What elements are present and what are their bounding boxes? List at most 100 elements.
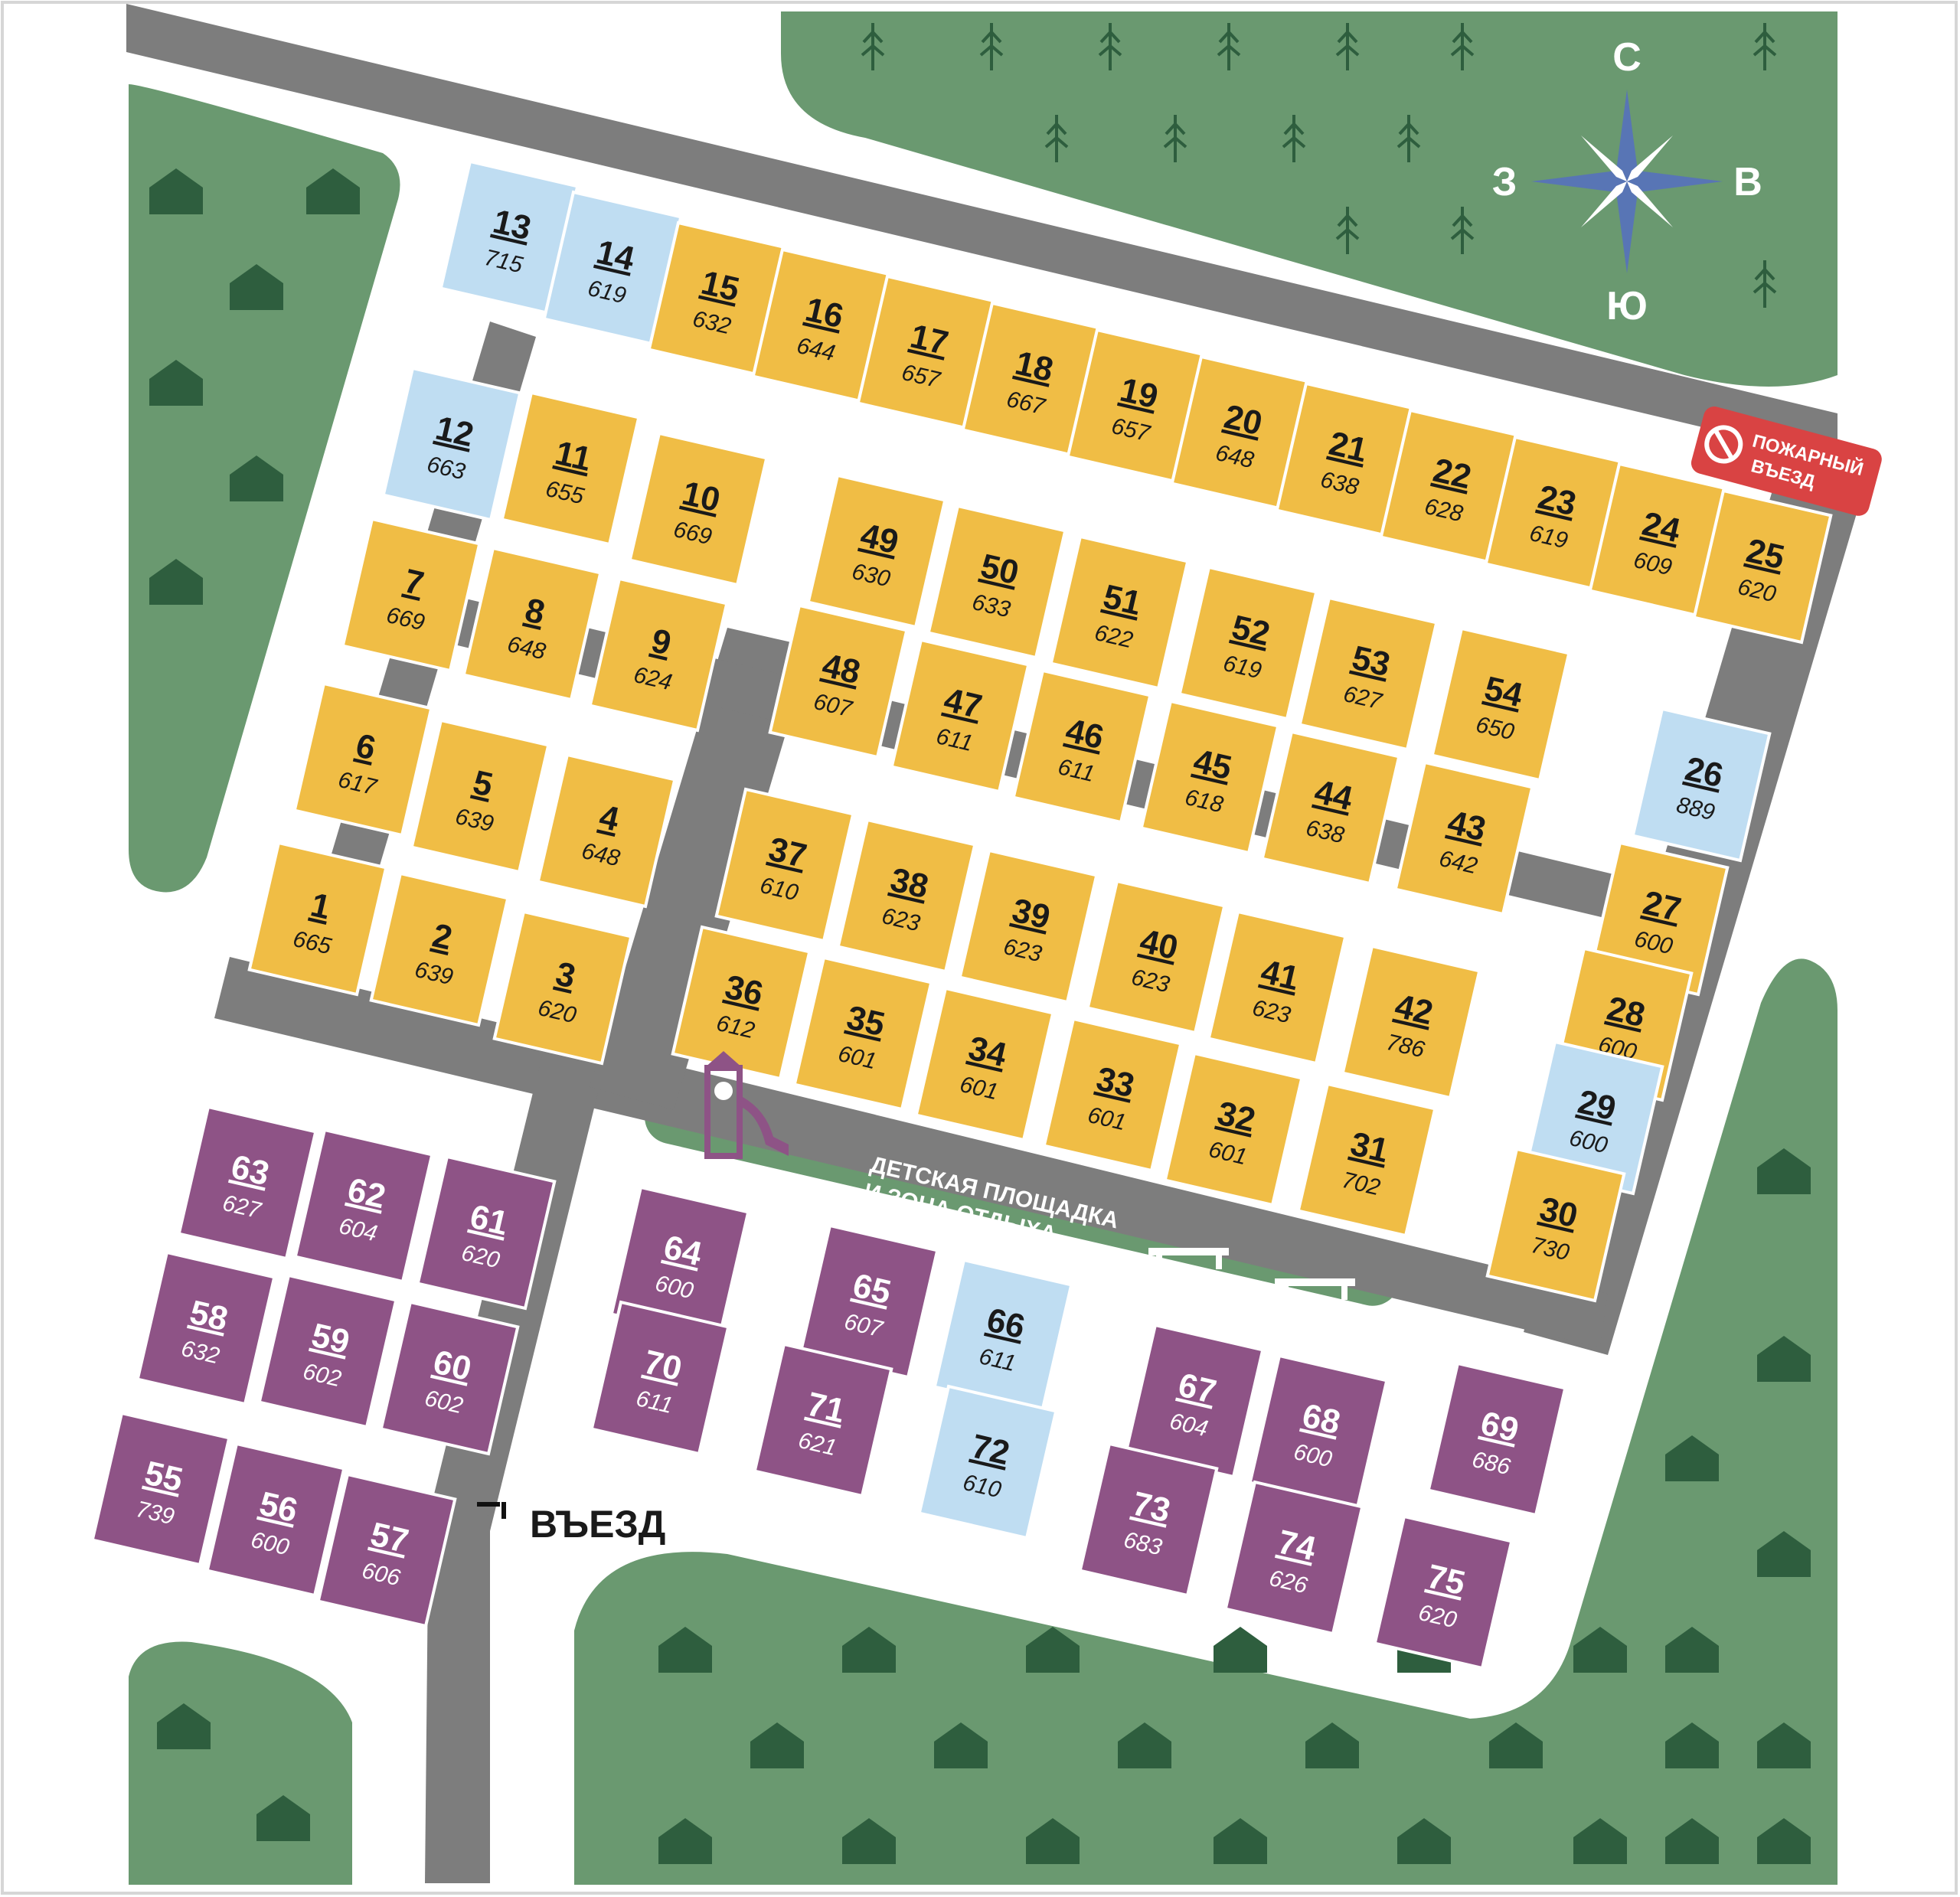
plot-shape[interactable]	[292, 681, 433, 837]
plot-shape[interactable]	[1430, 626, 1571, 782]
plot-shape[interactable]	[1178, 565, 1318, 721]
plot-shape[interactable]	[1078, 1442, 1219, 1598]
plot-shape[interactable]	[1260, 730, 1401, 886]
plot-shape[interactable]	[369, 871, 510, 1027]
plot-shape[interactable]	[381, 366, 522, 522]
plot-shape[interactable]	[914, 986, 1055, 1142]
plot-shape[interactable]	[1373, 1514, 1514, 1670]
plot-shape[interactable]	[1296, 1082, 1437, 1238]
plot-shape[interactable]	[628, 431, 769, 587]
plot-shape[interactable]	[792, 955, 933, 1112]
plot-shape[interactable]	[1631, 707, 1772, 863]
plot-shape[interactable]	[177, 1105, 318, 1261]
plot-shape[interactable]	[341, 517, 482, 673]
plot-shape[interactable]	[1223, 1480, 1364, 1636]
plot-shape[interactable]	[1393, 760, 1534, 916]
plot-shape[interactable]	[1692, 488, 1833, 645]
plot-shape[interactable]	[753, 1342, 893, 1498]
plot-shape[interactable]	[410, 718, 550, 874]
plot-shape[interactable]	[714, 787, 855, 943]
plot-shape[interactable]	[1341, 944, 1481, 1100]
plot-shape[interactable]	[136, 1250, 276, 1406]
plot-shape[interactable]	[416, 1154, 557, 1311]
plot-shape[interactable]	[1426, 1361, 1567, 1517]
plot-shape[interactable]	[1485, 1147, 1626, 1303]
plot-shape[interactable]	[926, 504, 1067, 660]
plot-shape[interactable]	[316, 1472, 457, 1628]
plot-shape[interactable]	[1042, 1017, 1183, 1173]
plot-shape[interactable]	[1086, 879, 1227, 1035]
plot-shape[interactable]	[1139, 699, 1280, 855]
plot-shape[interactable]	[768, 603, 909, 759]
plot-shape[interactable]	[1207, 909, 1348, 1066]
plot-shape[interactable]	[492, 909, 633, 1066]
plot-shape[interactable]	[257, 1273, 398, 1429]
plot-shape[interactable]	[247, 841, 388, 997]
plot-shape[interactable]	[1011, 668, 1152, 824]
plot-shape[interactable]	[806, 473, 947, 629]
plot-shape[interactable]	[293, 1128, 434, 1284]
plot-shape[interactable]	[588, 576, 729, 733]
plot-shape[interactable]	[462, 546, 603, 702]
plot-shape[interactable]	[958, 848, 1099, 1004]
plot-shape[interactable]	[890, 638, 1031, 794]
plot-shape[interactable]	[500, 390, 641, 547]
plot-shape[interactable]	[205, 1442, 346, 1598]
plot-shape[interactable]	[590, 1300, 730, 1456]
plot-shape[interactable]	[536, 753, 677, 909]
plot-shape[interactable]	[836, 818, 977, 974]
